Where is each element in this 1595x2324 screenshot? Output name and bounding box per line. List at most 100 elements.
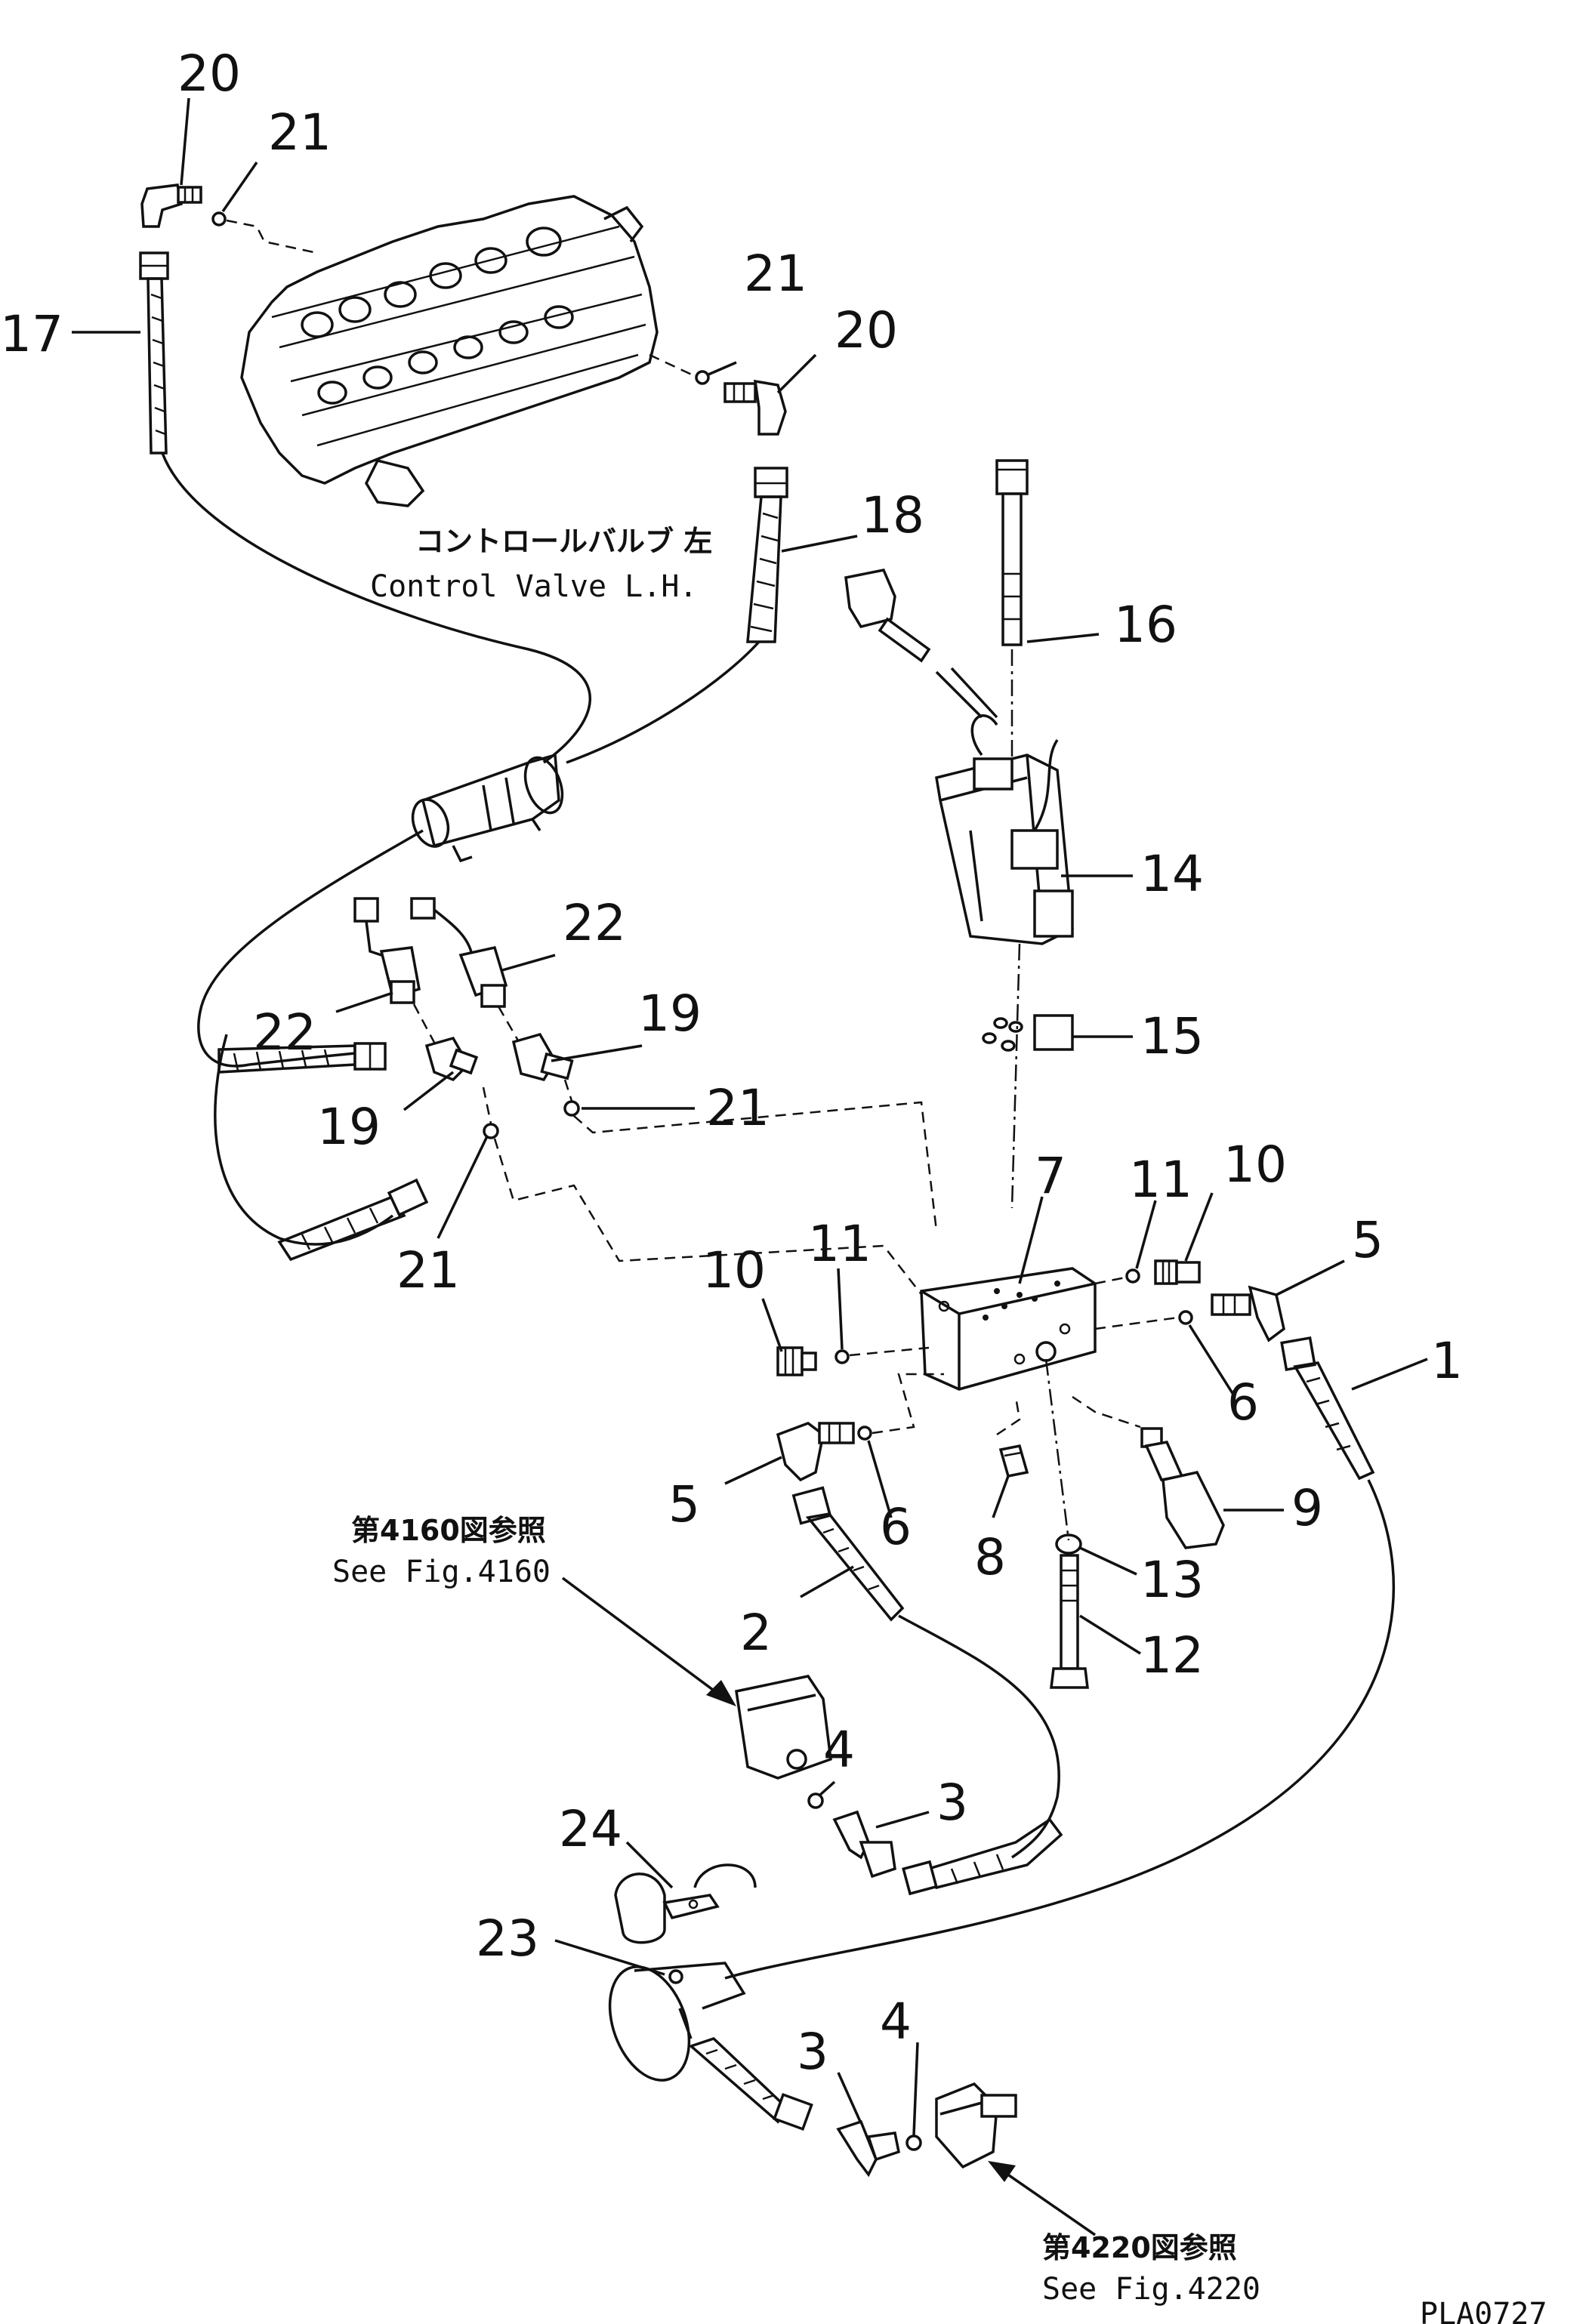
callout-11-left: 11 (808, 1215, 872, 1273)
plug-10-left (776, 1346, 817, 1376)
callout-15: 15 (1140, 1007, 1204, 1065)
callout-12: 12 (1140, 1626, 1204, 1684)
hose-lower-left (214, 1034, 429, 1262)
o-ring-4-upper (807, 1792, 824, 1809)
plug-8 (998, 1444, 1029, 1478)
manifold-block-7 (920, 1267, 1097, 1391)
hose-17 (139, 251, 591, 764)
callout-18: 18 (861, 486, 924, 544)
pressure-switch-22-right (410, 897, 508, 1008)
dash-line (497, 1006, 523, 1046)
dash-line (1094, 1276, 1126, 1285)
dash-line (1094, 1316, 1179, 1330)
callout-5-left: 5 (668, 1475, 700, 1533)
dash-line (996, 1396, 1021, 1436)
callout-numbers: 20 21 17 21 20 18 16 14 22 22 19 19 21 2… (0, 45, 1463, 2081)
referenced-component-4160 (735, 1675, 832, 1780)
arrowhead (706, 1680, 736, 1706)
dash-line (573, 1101, 938, 1231)
callout-19-right: 19 (638, 985, 702, 1043)
elbow-fitting-20-top (140, 183, 202, 228)
check-valve-9 (1140, 1427, 1225, 1549)
callout-10-left: 10 (702, 1241, 766, 1299)
callout-24: 24 (559, 1800, 622, 1858)
solenoid-valve-14 (935, 714, 1074, 945)
callout-22-right: 22 (563, 894, 626, 952)
o-ring-21-top (211, 211, 227, 227)
o-ring-11-left (835, 1349, 850, 1364)
centerline (1010, 943, 1021, 1209)
reference-4160-label-jp: 第4160図参照 (351, 1514, 546, 1547)
callout-20-right: 20 (835, 301, 898, 359)
callout-3-upper: 3 (936, 1774, 968, 1832)
leader-lines (72, 97, 1428, 2136)
hose-1 (724, 1336, 1396, 1980)
solenoid-connector (844, 569, 998, 719)
dash-line (563, 1079, 573, 1102)
control-valve-lh (240, 195, 659, 507)
callout-23: 23 (476, 1909, 539, 1968)
elbow-5-right (1211, 1285, 1285, 1342)
callout-14: 14 (1140, 845, 1204, 903)
bolt-12 (1050, 1554, 1089, 1689)
callout-3-lower: 3 (797, 2023, 828, 2081)
drawing-code: PLA0727 (1420, 2297, 1547, 2324)
callout-9: 9 (1291, 1479, 1323, 1537)
callout-4-upper: 4 (823, 1721, 855, 1779)
dash-line (482, 1086, 492, 1124)
callout-6-right: 6 (1227, 1373, 1259, 1432)
reference-4220-label-jp: 第4220図参照 (1042, 2231, 1237, 2264)
dash-line (849, 1346, 930, 1357)
callout-2: 2 (740, 1604, 772, 1662)
dash-line (872, 1373, 944, 1435)
line-filter (411, 753, 564, 863)
o-ring-11-right (1125, 1268, 1140, 1284)
dash-line (226, 219, 318, 254)
dash-line (649, 353, 696, 378)
hose-lower (688, 2037, 813, 2131)
o-ring-4-lower (905, 2134, 922, 2151)
callout-4-lower: 4 (880, 1993, 912, 2051)
callout-21-lower: 21 (396, 1241, 460, 1299)
leader-arrow (996, 2165, 1096, 2236)
elbow-3-lower (836, 2119, 901, 2178)
callout-22-left: 22 (253, 1003, 316, 1062)
callout-5-right: 5 (1352, 1211, 1384, 1269)
control-valve-label-en: Control Valve L.H. (370, 569, 697, 604)
callout-8: 8 (974, 1528, 1006, 1586)
o-ring-21-right (695, 370, 710, 385)
o-ring-21-center (563, 1100, 580, 1117)
callout-16: 16 (1114, 596, 1177, 654)
clamp-23 (608, 1962, 746, 2082)
callout-20-top: 20 (177, 45, 241, 103)
elbow-19-left (424, 1036, 479, 1082)
reference-4220-label-en: See Fig.4220 (1042, 2272, 1260, 2307)
plug-10-right (1154, 1259, 1201, 1285)
callout-11-right: 11 (1129, 1151, 1192, 1209)
callout-7: 7 (1035, 1147, 1066, 1205)
pressure-switch-22-left (353, 897, 421, 1004)
callout-10-right: 10 (1223, 1136, 1287, 1194)
dash-line (412, 1003, 440, 1050)
control-valve-label-jp: コントロールバルブ 左 (415, 525, 712, 558)
captions: コントロールバルブ 左 Control Valve L.H. 第4160図参照 … (332, 525, 1547, 2324)
o-ring-6-left (857, 1426, 872, 1441)
arrowhead (988, 2161, 1016, 2182)
o-ring-6-right (1178, 1310, 1193, 1325)
callout-21-right: 21 (744, 245, 807, 303)
o-rings-15 (982, 1014, 1074, 1052)
callout-19-left: 19 (317, 1098, 381, 1156)
dash-line (1072, 1395, 1141, 1429)
centerline (1044, 1358, 1070, 1541)
hose-18 (566, 467, 788, 764)
reference-4160-label-en: See Fig.4160 (332, 1555, 551, 1589)
callout-21-center: 21 (706, 1079, 770, 1137)
referenced-component-4220 (935, 2082, 1017, 2169)
elbow-3-upper (832, 1810, 896, 1879)
clamp-24 (614, 1863, 757, 1944)
bolt-16 (995, 459, 1029, 646)
callout-6-left: 6 (880, 1498, 912, 1556)
hose-loop (197, 829, 424, 1068)
o-ring-21-lower (483, 1123, 499, 1139)
